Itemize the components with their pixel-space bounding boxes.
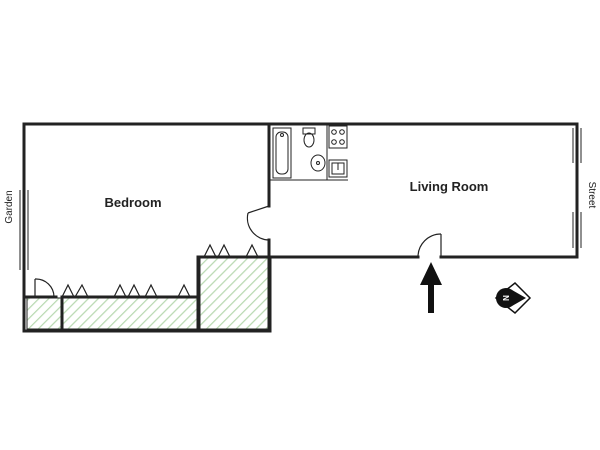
entrance-arrow-icon — [420, 262, 442, 313]
side-label-garden: Garden — [4, 190, 15, 223]
compass-icon: N — [494, 281, 532, 315]
room-label-bedroom: Bedroom — [104, 195, 161, 210]
sink-icon — [310, 154, 326, 172]
windows — [19, 128, 582, 272]
bathroom — [269, 124, 328, 181]
walls — [22, 122, 579, 333]
compass-north-label: N — [501, 295, 510, 301]
stove-icon — [328, 125, 348, 149]
fixtures — [269, 124, 348, 181]
closet-middle — [62, 297, 198, 330]
side-label-street: Street — [586, 182, 597, 209]
closet-left — [26, 297, 63, 330]
bathtub-icon — [272, 127, 292, 179]
doors — [34, 205, 442, 298]
room-label-living-room: Living Room — [410, 179, 489, 194]
toilet-icon — [302, 127, 316, 148]
closet-right — [199, 257, 269, 330]
kitchen-sink-icon — [328, 159, 348, 178]
